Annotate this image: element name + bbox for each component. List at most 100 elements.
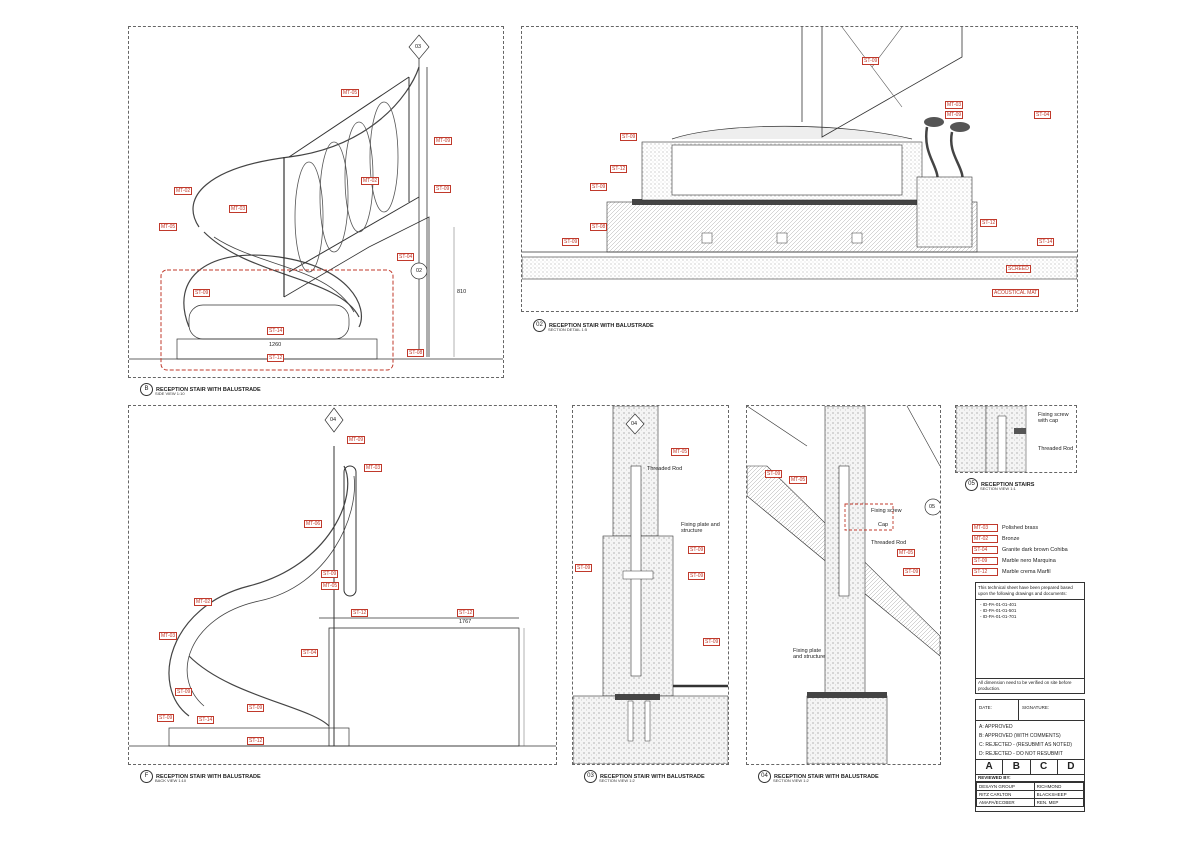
date-signature-row: DATE: SIGNATURE: (976, 700, 1084, 721)
caption-04-scale: SECTION VIEW 1:2 (773, 778, 809, 783)
tag-acoustical-mat: ACOUSTICAL MAT (992, 289, 1040, 297)
tag-st09-02: ST-09 (862, 57, 880, 65)
tag-mt06-f: MT-06 (304, 520, 323, 528)
caption-03-number: 03 (584, 770, 597, 784)
legend-row: ST-09 Marble nero Marquina (972, 555, 1092, 566)
caption-f-number: F (140, 770, 153, 784)
tag-mt02: MT-02 (361, 177, 380, 185)
tag-st14-f: ST-14 (197, 716, 215, 724)
caption-03-title: RECEPTION STAIR WITH BALUSTRADE (600, 773, 705, 780)
note-threaded-rod-05: Threaded Rod (1038, 446, 1074, 452)
tag-st12-02: ST-12 (610, 165, 628, 173)
caption-b-title: RECEPTION STAIR WITH BALUSTRADE (156, 386, 261, 393)
tag-mt09-02: MT-09 (945, 111, 964, 119)
tag-st04-02: ST-04 (1034, 111, 1052, 119)
tag-st09-04: ST-09 (765, 470, 783, 478)
tag-st09: ST-09 (434, 185, 452, 193)
section-05-drawing (956, 406, 1027, 472)
tag-st09-02b: ST-09 (620, 133, 638, 141)
tag-mt03: MT-03 (229, 205, 248, 213)
note-fixing-plate-04: Fixing plate and structure (793, 648, 826, 660)
tag-st09-03b: ST-09 (688, 546, 706, 554)
section-detail-drawing (522, 27, 1077, 280)
viewport-section-detail-02: ST-09 ST-09 MT-03 MT-09 ST-04 ST-12 ST-0… (521, 26, 1078, 312)
letter-b[interactable]: B (1003, 760, 1031, 774)
tag-st09-02d: ST-09 (562, 238, 580, 246)
caption-02-title: RECEPTION STAIR WITH BALUSTRADE (549, 322, 654, 329)
ref-header: This technical sheet have been prepared … (976, 583, 1084, 600)
caption-f-title: RECEPTION STAIR WITH BALUSTRADE (156, 773, 261, 780)
back-view-drawing (129, 407, 556, 747)
reviewed-by-label: REVIEWED BY: (976, 775, 1084, 782)
tag-st09-03c: ST-09 (688, 572, 706, 580)
reference-note-box: This technical sheet have been prepared … (975, 582, 1085, 694)
caption-b-number: B (140, 383, 153, 397)
section-03-drawing (573, 406, 728, 764)
note-fixing-plate-03: Fixing plate and structure (681, 522, 720, 534)
tag-mt02-f: MT-02 (194, 598, 213, 606)
tag-st09-04b: ST-09 (903, 568, 921, 576)
note-fixing-screw-05: Fixing screw with cap (1038, 412, 1069, 424)
caption-b-scale: SIDE VIEW 1:10 (155, 391, 185, 396)
letter-c[interactable]: C (1031, 760, 1058, 774)
legend-code: MT-02 (972, 534, 998, 543)
tag-st08-02: ST-08 (590, 223, 608, 231)
viewport-side-view-b: MT-05 MT-09 MT-02 MT-02 MT-03 MT-05 ST-0… (128, 26, 504, 378)
status-a: A: APPROVED (979, 724, 1013, 730)
viewport-back-view-f: MT-09 MT-03 MT-06 ST-09 MT-05 MT-02 ST-1… (128, 405, 557, 765)
viewport-section-05: Fixing screw with cap Threaded Rod (955, 405, 1077, 473)
dim-810: 810 (457, 289, 467, 295)
viewport-section-03: MT-05 Threaded Rod Fixing plate and stru… (572, 405, 729, 765)
tag-st14-02: ST-14 (1037, 238, 1055, 246)
dim-1260: 1260 (269, 342, 282, 348)
legend-desc: Marble nero Marquina (1002, 557, 1056, 564)
date-divider (1018, 700, 1019, 720)
letter-a[interactable]: A (976, 760, 1004, 774)
tag-st04: ST-04 (397, 253, 415, 261)
tag-st04-f: ST-04 (301, 649, 319, 657)
letter-d[interactable]: D (1067, 761, 1075, 772)
caption-02-number: 02 (533, 319, 546, 333)
note-threaded-rod-03: Threaded Rod (647, 466, 683, 472)
tag-st09-03d: ST-09 (703, 638, 721, 646)
legend-code: MT-03 (972, 523, 998, 532)
caption-03-scale: SECTION VIEW 1:2 (599, 778, 635, 783)
reviewer-cell: RICHMOND (1033, 782, 1085, 791)
legend-desc: Marble crema Marfil (1002, 568, 1051, 575)
legend-desc: Bronze (1002, 535, 1020, 542)
tag-st09-fd: ST-09 (157, 714, 175, 722)
approval-block: DATE: SIGNATURE: A: APPROVED B: APPROVED… (975, 699, 1085, 812)
tag-mt05-04: MT-05 (789, 476, 808, 484)
tag-st09-b: ST-09 (193, 289, 211, 297)
marker-05-label: 05 (929, 504, 936, 510)
tag-st12-02b: ST-12 (980, 219, 998, 227)
note-threaded-rod-04: Threaded Rod (871, 540, 907, 546)
status-b: B: APPROVED (WITH COMMENTS) (979, 733, 1061, 739)
legend-row: MT-02 Bronze (972, 533, 1092, 544)
tag-mt09-f: MT-09 (347, 436, 366, 444)
viewport-section-04: ST-09 MT-05 Fixing screw Cap Threaded Ro… (746, 405, 941, 765)
reviewer-cell: AMAPA/ECOBER (976, 798, 1035, 807)
legend-code: ST-09 (972, 556, 998, 565)
legend-code: ST-04 (972, 545, 998, 554)
status-d: D: REJECTED - DO NOT RESUBMIT (979, 751, 1063, 757)
tag-mt05-03: MT-05 (671, 448, 690, 456)
tag-mt05-f: MT-05 (321, 582, 340, 590)
tag-st09-03: ST-09 (575, 564, 593, 572)
tag-mt09: MT-09 (434, 137, 453, 145)
tag-st09-f: ST-09 (321, 570, 339, 578)
tag-mt03-fb: MT-03 (159, 632, 178, 640)
signature-label: SIGNATURE: (1022, 705, 1050, 710)
